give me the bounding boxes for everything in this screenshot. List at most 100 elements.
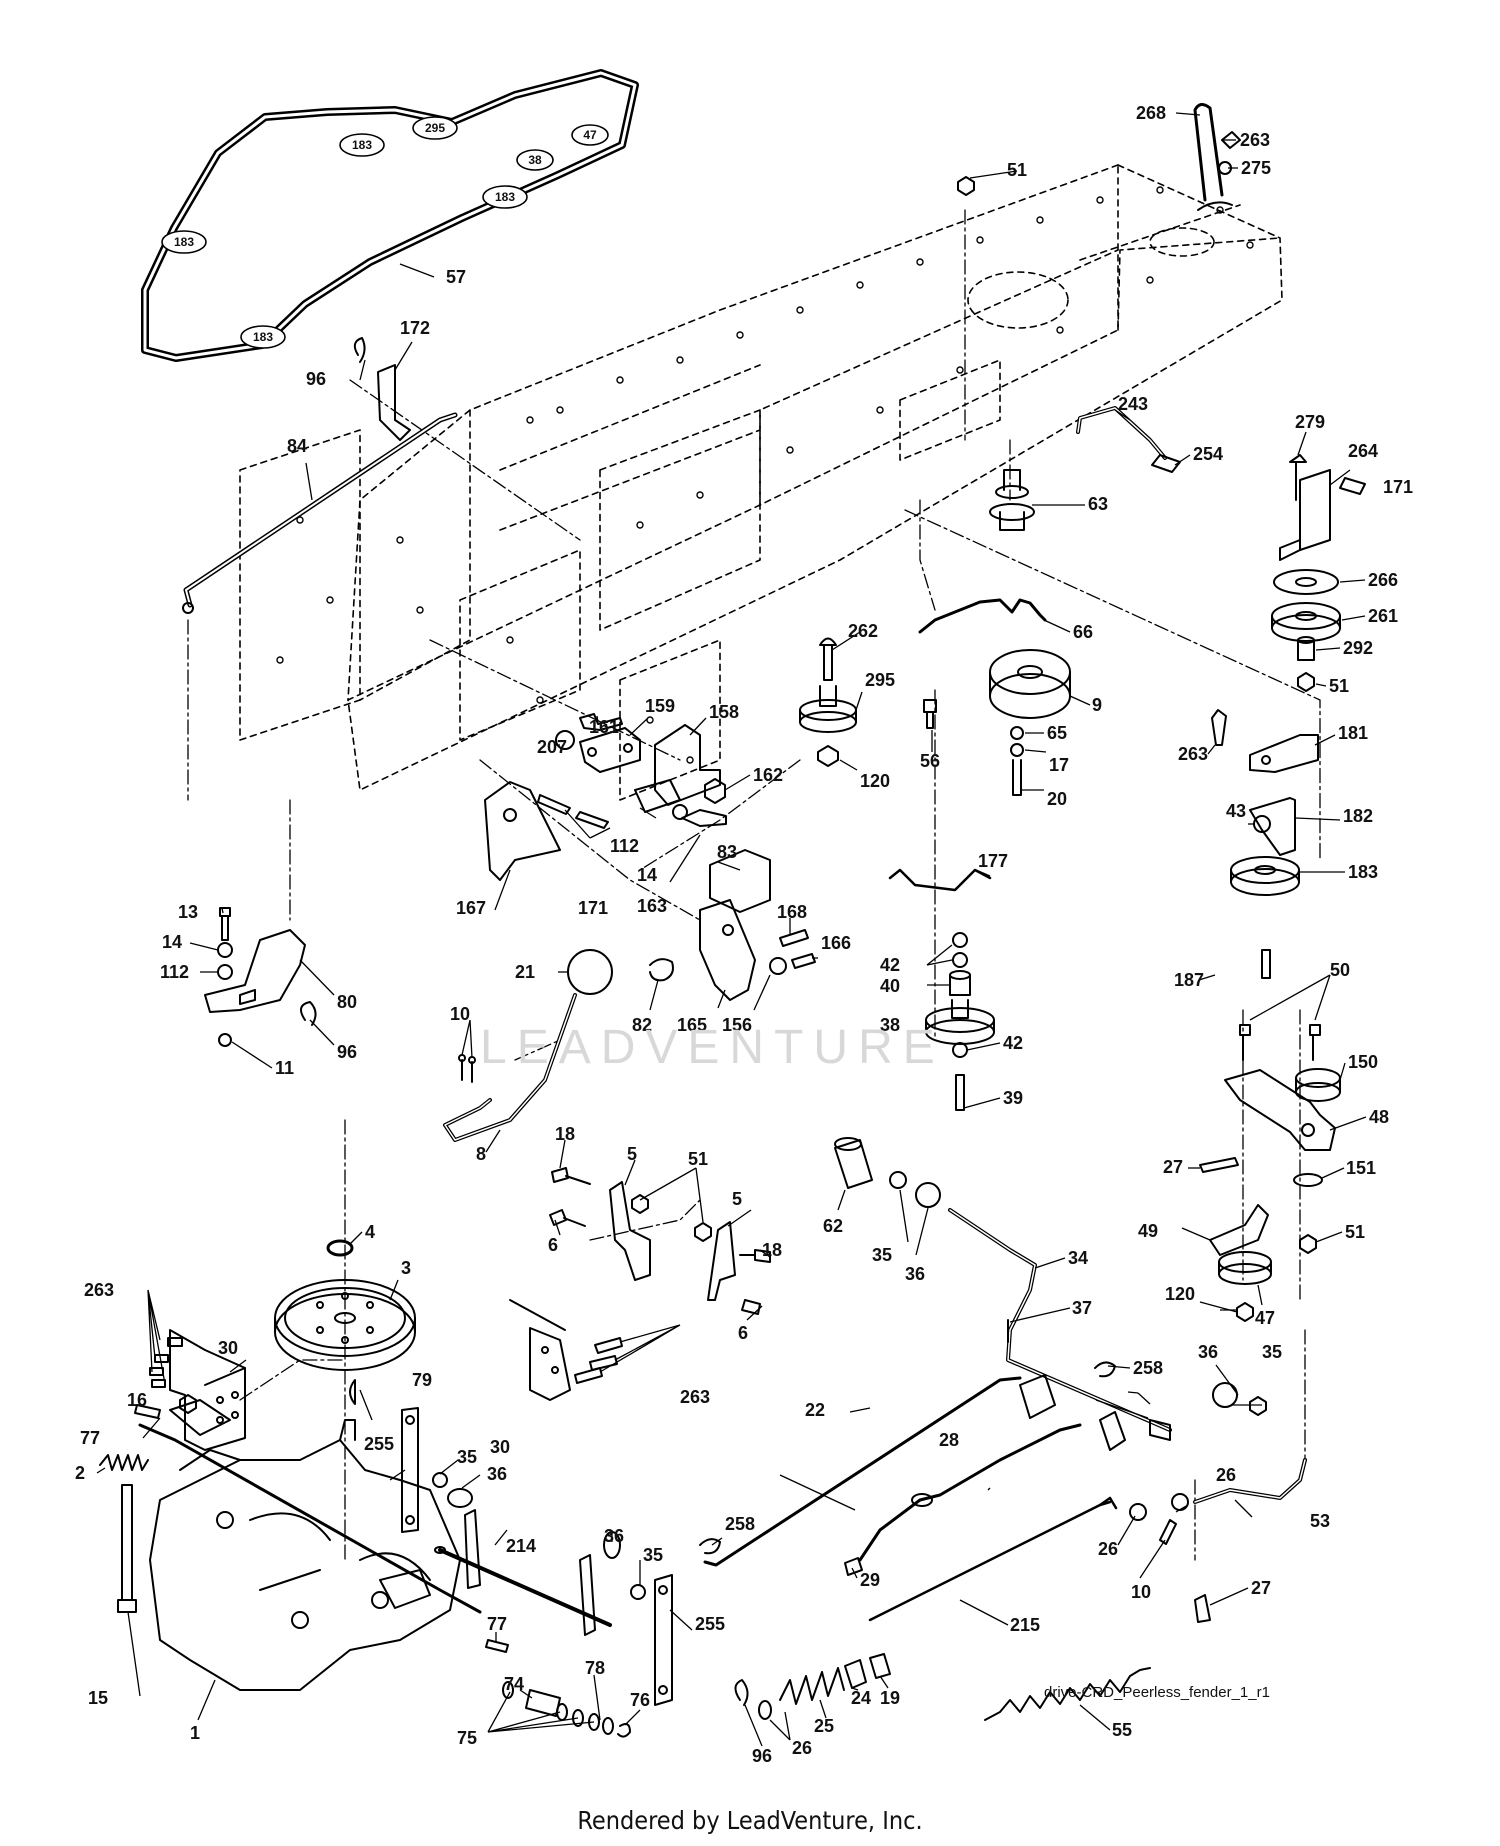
part-159-plate [579,727,641,773]
part-51-nut-center [631,1194,649,1214]
part-label: 75 [457,1728,477,1748]
part-35-nut-upper [889,1171,907,1189]
part-label: 36 [905,1264,925,1284]
part-label: 35 [1262,1342,1282,1362]
part-182-arm [1249,797,1296,856]
part-label: 48 [1369,1107,1389,1127]
part-label: 162 [753,765,783,785]
part-10-pin-mid [1159,1519,1177,1545]
part-label: 263 [680,1387,710,1407]
part-3-pulley [274,1279,416,1371]
part-96-pin-lower [734,1679,749,1706]
part-76-clip [617,1723,631,1738]
part-18-bolt-right [739,1249,771,1263]
part-label: 38 [880,1015,900,1035]
part-6-bolt-right [741,1299,761,1315]
part-label: 40 [880,976,900,996]
part-label: 82 [632,1015,652,1035]
part-50-bolts [1239,1024,1321,1061]
part-19-collar [869,1653,891,1679]
part-label: 37 [1072,1298,1092,1318]
part-label: 49 [1138,1221,1158,1241]
part-255-link-right [654,1574,673,1706]
part-11-nut [218,1033,232,1047]
part-258-clip-upper [1094,1361,1116,1378]
part-261-pulley [1271,602,1341,642]
part-label: 76 [630,1690,650,1710]
part-label: 187 [1174,970,1204,990]
part-label: 47 [1255,1308,1275,1328]
part-label: 14 [162,932,182,952]
part-label: 9 [1092,695,1102,715]
part-label: 18 [762,1240,782,1260]
part-5-bracket-right [707,1221,736,1301]
part-214-shaft [434,1509,612,1636]
part-51-nut-right [1297,672,1315,692]
part-168-bolt [779,929,809,947]
part-39-bolt [955,1074,965,1111]
part-48-idler-arm [1224,1069,1336,1151]
part-177-wire [888,868,992,892]
part-243-crank [1076,406,1167,460]
part-181-bracket [1249,734,1319,773]
part-label: 258 [725,1514,755,1534]
part-1-transaxle [149,1419,461,1691]
part-label: 43 [1226,801,1246,821]
part-42-washer-a [952,932,968,948]
part-207-washer [555,730,575,750]
belt-tag: 38 [516,149,554,171]
part-255-link-left [401,1407,419,1533]
svg-text:295: 295 [425,121,445,135]
part-5-bracket-left [609,1181,651,1281]
part-label: 26 [1216,1465,1236,1485]
part-label: 266 [1368,570,1398,590]
part-36-washer-far-right [1212,1382,1238,1408]
transaxle-shaft [138,1399,482,1614]
part-label: 255 [364,1434,394,1454]
part-8-lever [443,993,577,1142]
part-label: 120 [860,771,890,791]
svg-text:38: 38 [528,153,542,167]
part-4-snap-ring [326,1239,354,1257]
part-42-washer-c [952,1042,968,1058]
part-22-rod [703,1376,1022,1567]
part-label: 77 [80,1428,100,1448]
part-label: 22 [805,1400,825,1420]
svg-text:183: 183 [174,235,194,249]
part-label: 183 [1348,862,1378,882]
part-279-bolt [1289,454,1307,501]
part-label: 10 [1131,1582,1151,1602]
part-15-bolt [117,1484,137,1613]
part-label: 264 [1348,441,1378,461]
belt-pulley-tags: 183 295 47 38 183 183 183 [161,116,609,349]
part-65-washer [1010,726,1024,740]
part-17-washer [1010,743,1024,757]
part-label: 66 [1073,622,1093,642]
render-credit: Rendered by LeadVenture, Inc. [577,1806,923,1835]
part-82-clip [649,958,674,982]
part-16-nut [179,1394,197,1414]
part-28-cable [858,1423,1082,1562]
part-62-spacer [834,1137,873,1189]
part-label: 263 [1240,130,1270,150]
part-label: 57 [446,267,466,287]
part-label: 25 [814,1716,834,1736]
part-label: 279 [1295,412,1325,432]
part-35-nut-left [432,1472,448,1488]
part-83-bracket [709,849,771,913]
part-258-clip-lower [699,1538,721,1555]
part-label: 36 [487,1464,507,1484]
tractor-frame [239,164,1283,801]
part-77-key-left [134,1404,161,1419]
part-label: 30 [218,1338,238,1358]
part-49-bracket [1209,1204,1269,1256]
part-label: 26 [792,1738,812,1758]
part-263-bolt [1221,131,1241,149]
part-label: 182 [1343,806,1373,826]
part-label: 96 [337,1042,357,1062]
part-292-spacer [1297,636,1315,661]
part-label: 80 [337,992,357,1012]
part-35-nut-far-right [1249,1396,1267,1416]
part-36-washer-upper [915,1182,941,1208]
part-27-pin [1199,1157,1239,1173]
